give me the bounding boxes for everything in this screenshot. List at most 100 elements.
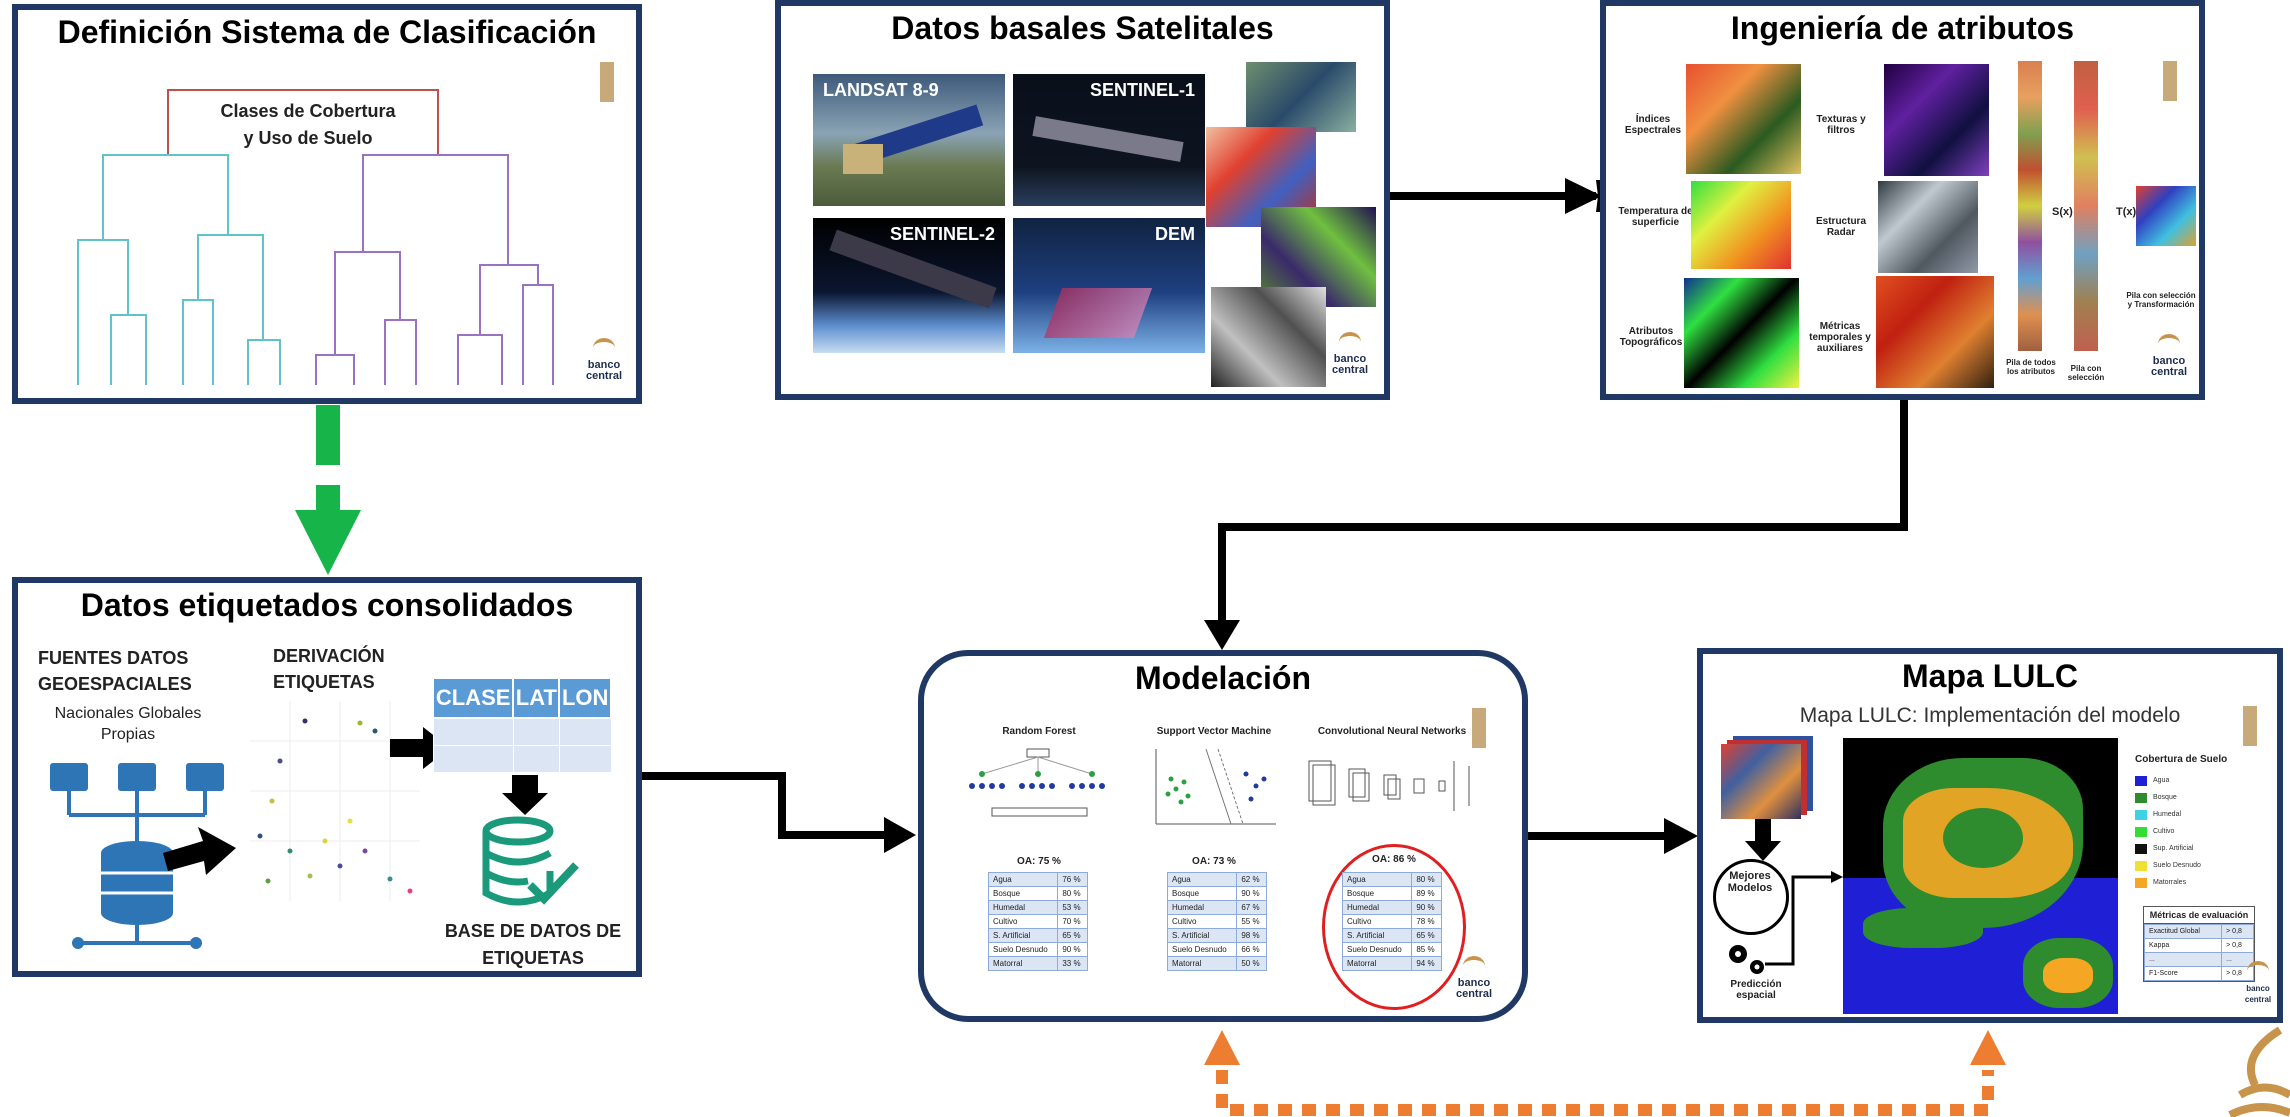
arrow-ing-to-mod bbox=[1218, 400, 1908, 625]
panel-etiquetados: Datos etiquetados consolidados FUENTES D… bbox=[12, 577, 642, 977]
topografico-image bbox=[1684, 278, 1799, 388]
class-cell: Agua bbox=[987, 872, 1059, 887]
legend-item: Matorrales bbox=[2135, 874, 2255, 891]
value-cell: 50 % bbox=[1236, 956, 1267, 971]
legend-item: Bosque bbox=[2135, 789, 2255, 806]
arrow-stack-to-models bbox=[1745, 819, 1781, 861]
class-cell: Humedal bbox=[1341, 900, 1413, 915]
class-cell: Cultivo bbox=[987, 914, 1059, 929]
stack-all bbox=[2018, 61, 2042, 351]
legend-label: Humedal bbox=[2153, 811, 2182, 818]
landsat-image: LANDSAT 8-9 bbox=[813, 74, 1005, 206]
metric-value: > 0,8 bbox=[2221, 938, 2254, 953]
legend-label: Agua bbox=[2153, 777, 2170, 784]
value-cell: 67 % bbox=[1236, 900, 1267, 915]
panel-title: Datos basales Satelitales bbox=[891, 10, 1274, 46]
svm-diagram bbox=[1155, 748, 1276, 825]
class-cell: Bosque bbox=[1341, 886, 1413, 901]
class-cell: Matorral bbox=[1341, 956, 1413, 971]
root-label: Clases de Cobertura y Uso de Suelo bbox=[218, 98, 398, 152]
banco-central-logo: banco central bbox=[2149, 334, 2189, 378]
legend-swatch bbox=[2135, 809, 2147, 820]
legend-swatch bbox=[2135, 775, 2147, 786]
value-cell: 89 % bbox=[1411, 886, 1442, 901]
corner-logo-mark bbox=[2228, 1026, 2290, 1117]
class-cell: Humedal bbox=[987, 900, 1059, 915]
legend-item: Humedal bbox=[2135, 806, 2255, 823]
gears-icon bbox=[1729, 945, 1764, 974]
value-cell: 55 % bbox=[1236, 914, 1267, 929]
database-check-icon bbox=[482, 816, 579, 906]
metric-value: ... bbox=[2221, 952, 2254, 967]
class-cell: Cultivo bbox=[1341, 914, 1413, 929]
legend-label: Cultivo bbox=[2153, 828, 2175, 835]
class-cell: Matorral bbox=[1166, 956, 1238, 971]
dendrogram bbox=[77, 89, 554, 385]
slide-tab bbox=[2243, 706, 2257, 746]
sentinel1-image: SENTINEL-1 bbox=[1013, 74, 1205, 206]
class-cell: Cultivo bbox=[1166, 914, 1238, 929]
legend-swatch bbox=[2135, 877, 2147, 888]
value-cell: 90 % bbox=[1411, 900, 1442, 915]
class-cell: Bosque bbox=[987, 886, 1059, 901]
mapa-subtitle: Mapa LULC: Implementación del modelo bbox=[1799, 704, 2181, 727]
temperatura-image bbox=[1691, 181, 1791, 269]
value-cell: 98 % bbox=[1236, 928, 1267, 943]
metric-name: Exactitud Global bbox=[2143, 924, 2223, 939]
metric-name: ... bbox=[2143, 952, 2223, 967]
satellite-mosaic bbox=[1206, 62, 1381, 392]
legend-label: Matorrales bbox=[2153, 879, 2187, 886]
value-cell: 80 % bbox=[1411, 872, 1442, 887]
label-table: CLASE LAT LON bbox=[431, 677, 612, 773]
sentinel2-image: SENTINEL-2 bbox=[813, 218, 1005, 353]
mejores-modelos-circle bbox=[1713, 859, 1789, 935]
panel-title: Modelación bbox=[1134, 660, 1311, 696]
value-cell: 90 % bbox=[1236, 886, 1267, 901]
value-cell: 85 % bbox=[1411, 942, 1442, 957]
legend-label: Suelo Desnudo bbox=[2153, 862, 2201, 869]
metric-row: Exactitud Global> 0,8 bbox=[2143, 924, 2254, 939]
legend-swatch bbox=[2135, 792, 2147, 803]
class-cell: Suelo Desnudo bbox=[987, 942, 1059, 957]
legend-swatch bbox=[2135, 860, 2147, 871]
banco-central-logo: banco central bbox=[1454, 956, 1494, 1000]
label-points-scatter bbox=[250, 701, 420, 901]
class-cell: S. Artificial bbox=[987, 928, 1059, 943]
radar-image bbox=[1878, 181, 1978, 273]
value-cell: 66 % bbox=[1236, 942, 1267, 957]
arrow-sources-to-points bbox=[163, 827, 236, 875]
value-cell: 78 % bbox=[1411, 914, 1442, 929]
class-cell: Suelo Desnudo bbox=[1166, 942, 1238, 957]
value-cell: 76 % bbox=[1057, 872, 1088, 887]
class-cell: S. Artificial bbox=[1341, 928, 1413, 943]
legend-item: Cultivo bbox=[2135, 823, 2255, 840]
metric-name: Kappa bbox=[2143, 938, 2223, 953]
class-cell: Matorral bbox=[987, 956, 1059, 971]
banco-central-logo: banco central bbox=[2243, 961, 2273, 1005]
lulc-map bbox=[1843, 738, 2118, 1014]
value-cell: 33 % bbox=[1057, 956, 1088, 971]
arrow-table-to-db bbox=[502, 775, 548, 815]
metric-value: > 0,8 bbox=[2221, 924, 2254, 939]
panel-title: Mapa LULC bbox=[1902, 658, 2078, 694]
value-cell: 65 % bbox=[1411, 928, 1442, 943]
stack-transformed bbox=[2136, 186, 2196, 246]
